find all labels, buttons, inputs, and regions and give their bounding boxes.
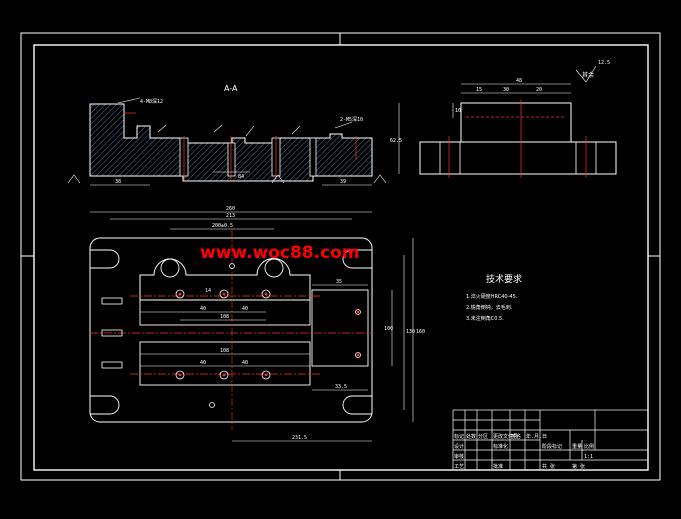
tb-r2-0: 设计 xyxy=(454,443,464,450)
tb-r2-6: 比例 xyxy=(584,443,594,450)
dim-14: 14 xyxy=(205,288,211,294)
title-block-text: 标记 处数 分区 更改文件号 签名 年.月.日 设计 标准化 阶段标记 重量 比… xyxy=(454,433,594,470)
section-thread-1: 4-M8深12 xyxy=(140,98,163,105)
tb-r1-0: 标记 xyxy=(454,433,464,440)
section-dim-left: 38 xyxy=(115,179,121,185)
section-dim-mid: 84 xyxy=(238,174,244,180)
technical-requirements: 技术要求 1.淬火硬度HRC40-45. 2.锐角倒钝，去毛刺. 3.未注倒角C… xyxy=(466,273,522,322)
tech-note-1: 1.淬火硬度HRC40-45. xyxy=(466,293,518,300)
dim-inner: 213 xyxy=(226,213,235,219)
dim-40-b: 40 xyxy=(242,306,248,312)
dim-35: 35 xyxy=(336,279,342,285)
dim-108-b: 108 xyxy=(220,348,229,354)
finish-label: 其余 xyxy=(582,71,594,79)
tb-r2-4: 阶段标记 xyxy=(542,443,562,450)
tb-r3-0: 审核 xyxy=(454,453,464,460)
dim-40-d: 40 xyxy=(242,360,248,366)
dim-h3: 100 xyxy=(384,326,393,332)
dim-40-a: 40 xyxy=(200,306,206,312)
section-dim-right: 39 xyxy=(340,179,346,185)
tech-note-2: 2.锐角倒钝，去毛刺. xyxy=(466,304,513,311)
finish-value: 12.5 xyxy=(598,60,610,66)
tb-r4-5: 第 张 xyxy=(572,463,585,470)
tb-r1-4: 签名 xyxy=(511,433,521,440)
plan-view: 260 213 200±0.5 160 130 100 231.5 33.5 4… xyxy=(89,206,425,442)
watermark: www.woc88.com xyxy=(200,243,360,263)
tb-r4-2: 批准 xyxy=(493,463,503,470)
side-dim-top: 48 xyxy=(516,78,522,84)
dim-h2: 130 xyxy=(406,329,415,335)
tb-r2-2: 标准化 xyxy=(493,443,508,450)
tb-r1-3: 更改文件号 xyxy=(493,433,518,440)
tech-title: 技术要求 xyxy=(486,273,522,285)
side-dim-c: 20 xyxy=(536,87,542,93)
tb-r1-1: 处数 xyxy=(466,433,476,440)
side-dim-b: 30 xyxy=(503,87,509,93)
dim-right-small: 33.5 xyxy=(335,384,347,390)
title-block xyxy=(452,409,649,471)
dim-108-a: 108 xyxy=(220,314,229,320)
tb-r2-5: 重量 xyxy=(572,443,582,450)
dim-height-right: 160 xyxy=(416,329,425,335)
sheet-frame xyxy=(20,32,661,481)
side-dim-small: 10 xyxy=(455,108,461,114)
tb-r4-0: 工艺 xyxy=(454,464,464,470)
side-view: 48 15 30 20 62.5 10 其余 12.5 xyxy=(390,60,617,178)
dim-bottom: 231.5 xyxy=(292,435,307,441)
dim-bolt-span: 200±0.5 xyxy=(212,223,233,229)
dim-40-c: 40 xyxy=(200,360,206,366)
dim-overall: 260 xyxy=(226,206,235,212)
side-dim-h: 62.5 xyxy=(390,138,402,144)
section-thread-2: 2-M5深10 xyxy=(340,116,363,123)
tb-r1-5: 年.月.日 xyxy=(526,433,547,440)
tech-note-3: 3.未注倒角C0.5. xyxy=(466,315,504,322)
section-label: A-A xyxy=(224,84,238,93)
tb-r4-4: 共 张 xyxy=(542,463,555,470)
tb-ratio: 1:1 xyxy=(584,454,593,460)
tb-r1-2: 分区 xyxy=(478,433,488,440)
side-dim-a: 15 xyxy=(476,87,482,93)
section-view: A-A xyxy=(67,84,387,186)
